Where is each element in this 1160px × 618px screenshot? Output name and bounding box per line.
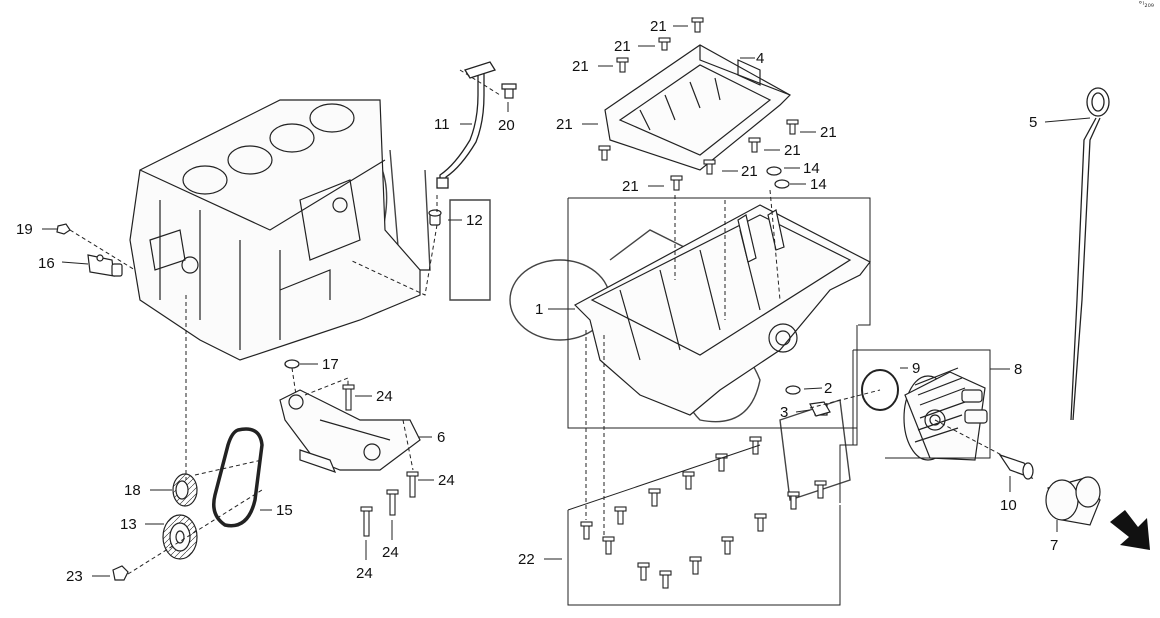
dipstick-5 <box>1070 87 1110 421</box>
bolt-20 <box>501 83 517 99</box>
callout-23: 23 <box>66 568 83 585</box>
callout-21-h: 21 <box>622 178 639 195</box>
union-bolt-10 <box>998 453 1034 480</box>
callout-1: 1 <box>535 301 543 318</box>
engine-block <box>129 99 421 361</box>
corner-mark: °⁾₂₀₉ <box>1138 0 1154 9</box>
leader-dipstick <box>349 69 501 296</box>
oring-14b <box>774 179 790 189</box>
callout-24-b: 24 <box>438 472 455 489</box>
front-arrow-icon <box>1110 510 1150 550</box>
callout-20: 20 <box>498 117 515 134</box>
bolt-19 <box>56 223 71 235</box>
callout-leaders <box>42 25 1091 577</box>
callout-21-a: 21 <box>650 18 667 35</box>
knock-sensor-16 <box>87 254 123 277</box>
oil-pump-6 <box>279 389 421 473</box>
callout-6: 6 <box>437 429 445 446</box>
callout-24-c: 24 <box>382 544 399 561</box>
oil-filter-7 <box>1045 476 1101 526</box>
drain-plug-3 <box>809 401 831 417</box>
callout-10: 10 <box>1000 497 1017 514</box>
sprocket-18 <box>172 473 198 507</box>
baffle-4 <box>604 44 791 171</box>
callout-19: 19 <box>16 221 33 238</box>
leader-cooler <box>809 389 1031 471</box>
oil-cooler-frame <box>852 349 991 459</box>
callout-21-g: 21 <box>741 163 758 180</box>
callout-16: 16 <box>38 255 55 272</box>
callout-labels: 21 21 21 4 21 21 21 21 14 14 21 5 11 20 … <box>16 18 1058 585</box>
bolts-22 <box>580 436 827 589</box>
bolts-22-frame <box>567 444 841 606</box>
callout-14-a: 14 <box>803 160 820 177</box>
chain-15 <box>212 427 264 528</box>
callout-12: 12 <box>466 212 483 229</box>
callout-21-e: 21 <box>820 124 837 141</box>
callout-9: 9 <box>912 360 920 377</box>
oring-14a <box>766 166 782 176</box>
oil-pan-frame <box>567 197 871 503</box>
callout-15: 15 <box>276 502 293 519</box>
callout-4: 4 <box>756 50 764 67</box>
leader-pan-misc <box>674 189 781 301</box>
callout-24-d: 24 <box>356 565 373 582</box>
callout-24-a: 24 <box>376 388 393 405</box>
bolts-24 <box>342 384 419 537</box>
callout-22: 22 <box>518 551 535 568</box>
callout-21-f: 21 <box>784 142 801 159</box>
sprocket-13 <box>162 514 198 560</box>
callout-21-c: 21 <box>572 58 589 75</box>
callout-11: 11 <box>434 116 450 133</box>
callout-8: 8 <box>1014 361 1022 378</box>
leader-pan-bolts <box>585 200 726 535</box>
callout-21-d: 21 <box>556 116 573 133</box>
leader-crank <box>127 295 263 575</box>
dipstick-tube-11 <box>436 61 496 189</box>
callout-13: 13 <box>120 516 137 533</box>
bolt-23 <box>112 565 129 581</box>
leader-19-16 <box>69 229 136 271</box>
oring-12 <box>428 209 442 226</box>
callout-17: 17 <box>322 356 339 373</box>
callout-2: 2 <box>824 380 832 397</box>
callout-18: 18 <box>124 482 141 499</box>
callout-21-b: 21 <box>614 38 631 55</box>
callout-7: 7 <box>1050 537 1058 554</box>
bolts-21 <box>598 17 799 191</box>
leader-pump <box>291 367 414 471</box>
oil-cooler-8 <box>903 367 988 461</box>
callout-3: 3 <box>780 404 788 421</box>
gasket-2 <box>785 385 801 395</box>
oring-17 <box>284 359 300 369</box>
callout-14-b: 14 <box>810 176 827 193</box>
callout-5: 5 <box>1029 114 1037 131</box>
oring-9 <box>861 369 899 411</box>
